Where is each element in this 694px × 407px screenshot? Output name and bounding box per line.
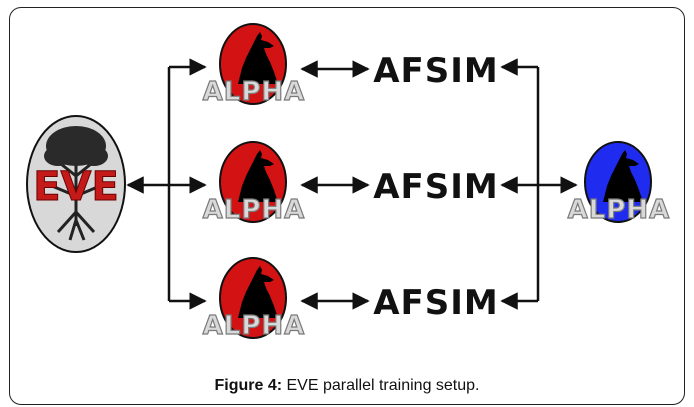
eve-label: EVE xyxy=(33,164,119,210)
alpha-label: ALPHA xyxy=(203,77,306,107)
alpha-label: ALPHA xyxy=(568,195,671,225)
eve-node: EVE xyxy=(26,115,126,253)
alpha-node-1: ALPHA xyxy=(202,23,306,108)
afsim-label-2: AFSIM xyxy=(373,167,499,207)
afsim-label-3: AFSIM xyxy=(373,283,499,323)
alpha-node-3: ALPHA xyxy=(202,257,306,342)
alpha-label: ALPHA xyxy=(203,311,306,341)
tree-icon xyxy=(44,126,108,241)
alpha-node-2: ALPHA xyxy=(202,141,306,226)
alpha-node-blue: ALPHA xyxy=(567,141,671,226)
figure-caption: Figure 4: EVE parallel training setup. xyxy=(0,377,694,395)
caption-text: EVE parallel training setup. xyxy=(282,377,480,394)
alpha-label: ALPHA xyxy=(203,195,306,225)
caption-label: Figure 4: xyxy=(214,377,283,394)
afsim-label-1: AFSIM xyxy=(373,51,499,91)
